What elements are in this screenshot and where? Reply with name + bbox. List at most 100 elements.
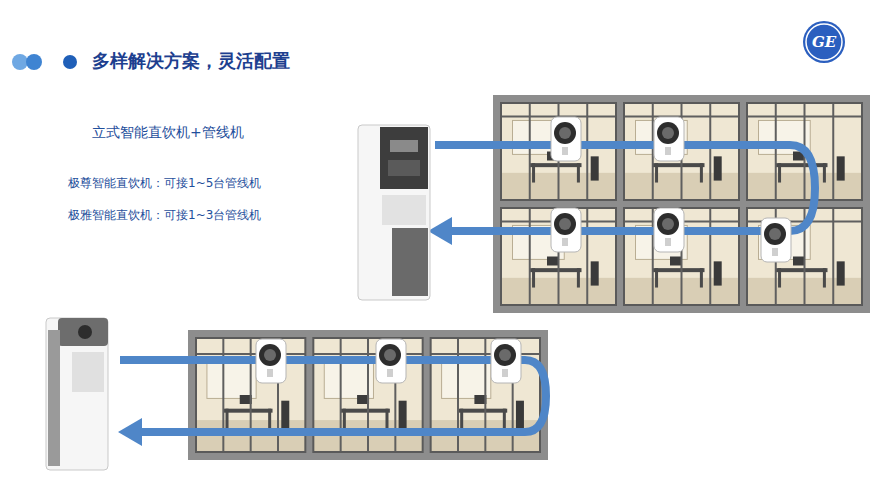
unit-screen [499, 349, 511, 361]
window-transom [431, 353, 540, 355]
chair [281, 401, 289, 430]
pipeline-unit [654, 208, 684, 252]
pipeline-unit [376, 339, 406, 383]
window-border [501, 208, 616, 305]
office-room [624, 208, 739, 305]
unit-face [554, 122, 576, 144]
desk-leg [532, 268, 535, 287]
chair [591, 156, 599, 180]
monitor [793, 257, 805, 266]
unit-face [379, 344, 401, 366]
unit-face [259, 344, 281, 366]
window-border [501, 103, 616, 200]
title-dot [63, 55, 77, 69]
desk [223, 409, 272, 413]
pipeline-unit [491, 339, 521, 383]
dispenser-tap-area [72, 352, 104, 392]
water-flow-arrow [118, 360, 546, 446]
unit-spout [772, 248, 778, 256]
unit-screen [559, 218, 571, 230]
desk-leg [778, 163, 781, 182]
unit-face [494, 344, 516, 366]
unit-screen [662, 127, 674, 139]
unit-screen [264, 349, 276, 361]
dispenser-lower-panel [392, 228, 428, 296]
dispenser-screen [390, 140, 418, 152]
unit-body [491, 339, 521, 383]
unit-spout [387, 369, 393, 377]
unit-body [654, 208, 684, 252]
chair [399, 401, 407, 430]
unit-spout [562, 238, 568, 246]
desk-leg [778, 268, 781, 287]
chair [714, 261, 722, 285]
window-border [624, 103, 739, 200]
unit-spout [267, 369, 273, 377]
window-transom [196, 353, 305, 355]
desk-leg [655, 163, 658, 182]
logo-ring [806, 24, 842, 60]
desk [776, 268, 828, 272]
unit-body [376, 339, 406, 383]
unit-body [654, 117, 684, 161]
desk [653, 163, 705, 167]
monitor [547, 257, 559, 266]
chair [714, 156, 722, 180]
dispenser-knob [78, 325, 92, 339]
window-transom [747, 116, 862, 118]
unit-body [551, 117, 581, 161]
pipeline-unit [256, 339, 286, 383]
section-heading: 立式智能直饮机+管线机 [92, 124, 244, 141]
pipeline-unit [551, 117, 581, 161]
unit-face [657, 122, 679, 144]
desk-leg [823, 268, 826, 287]
desk [458, 409, 507, 413]
dispenser-tap-area [382, 195, 426, 225]
chair [516, 401, 524, 430]
room-back-window [324, 359, 373, 399]
office-room [624, 103, 739, 200]
spec-note: 极雅智能直饮机：可接1~3台管线机 [68, 208, 261, 222]
floor-dispenser [358, 125, 430, 300]
desk-leg [700, 163, 703, 182]
unit-body [551, 208, 581, 252]
arrow-head [428, 217, 452, 245]
logo-text: GE [812, 33, 836, 51]
dispenser-buttons [388, 160, 420, 176]
unit-body [761, 218, 791, 262]
slide-title: 多样解决方案，灵活配置 [92, 50, 290, 72]
water-flow-arrow [428, 145, 815, 245]
desk-leg [655, 268, 658, 287]
unit-face [657, 213, 679, 235]
window-border [624, 208, 739, 305]
pipeline-unit [761, 218, 791, 262]
desk [530, 268, 582, 272]
desk [776, 163, 828, 167]
arrow-head [118, 418, 142, 446]
pipeline-unit [654, 117, 684, 161]
unit-screen [559, 127, 571, 139]
desk-leg [577, 268, 580, 287]
unit-screen [662, 218, 674, 230]
room-back-window [442, 359, 491, 399]
desk [341, 409, 390, 413]
unit-body [256, 339, 286, 383]
desk [653, 268, 705, 272]
dispenser-body [46, 318, 108, 470]
unit-screen [384, 349, 396, 361]
dispenser-side-panel [48, 330, 60, 466]
unit-spout [562, 147, 568, 155]
office-room [501, 103, 616, 200]
title-dot [26, 54, 42, 70]
unit-spout [502, 369, 508, 377]
unit-face [554, 213, 576, 235]
desk-leg [700, 268, 703, 287]
dispenser-body [358, 125, 430, 300]
window-transom [624, 116, 739, 118]
unit-face [764, 223, 786, 245]
desk-leg [577, 163, 580, 182]
unit-spout [665, 238, 671, 246]
spec-note: 极尊智能直饮机：可接1~5台管线机 [68, 176, 261, 190]
desk-leg [532, 163, 535, 182]
office-building [188, 330, 548, 460]
